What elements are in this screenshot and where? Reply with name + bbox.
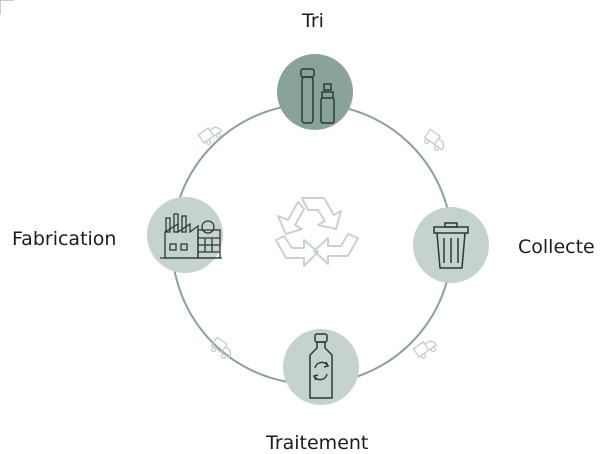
step-label-traitement: Traitement [266,432,369,454]
truck-icon [197,126,223,146]
bottles-icon [300,68,335,124]
node-traitement [283,329,359,405]
step-label-collecte: Collecte [518,236,595,258]
recycle-bottle-icon [309,333,333,399]
node-fabrication [147,197,223,273]
recycle-icon [275,197,359,267]
factory-icon [160,213,222,259]
truck-icon [210,336,232,360]
trash-bin-icon [433,222,469,269]
node-tri [277,54,353,130]
truck-icon [412,340,438,360]
step-label-tri: Tri [302,10,324,32]
step-label-fabrication: Fabrication [12,228,117,250]
node-collecte [413,207,489,283]
truck-icon [423,128,445,152]
